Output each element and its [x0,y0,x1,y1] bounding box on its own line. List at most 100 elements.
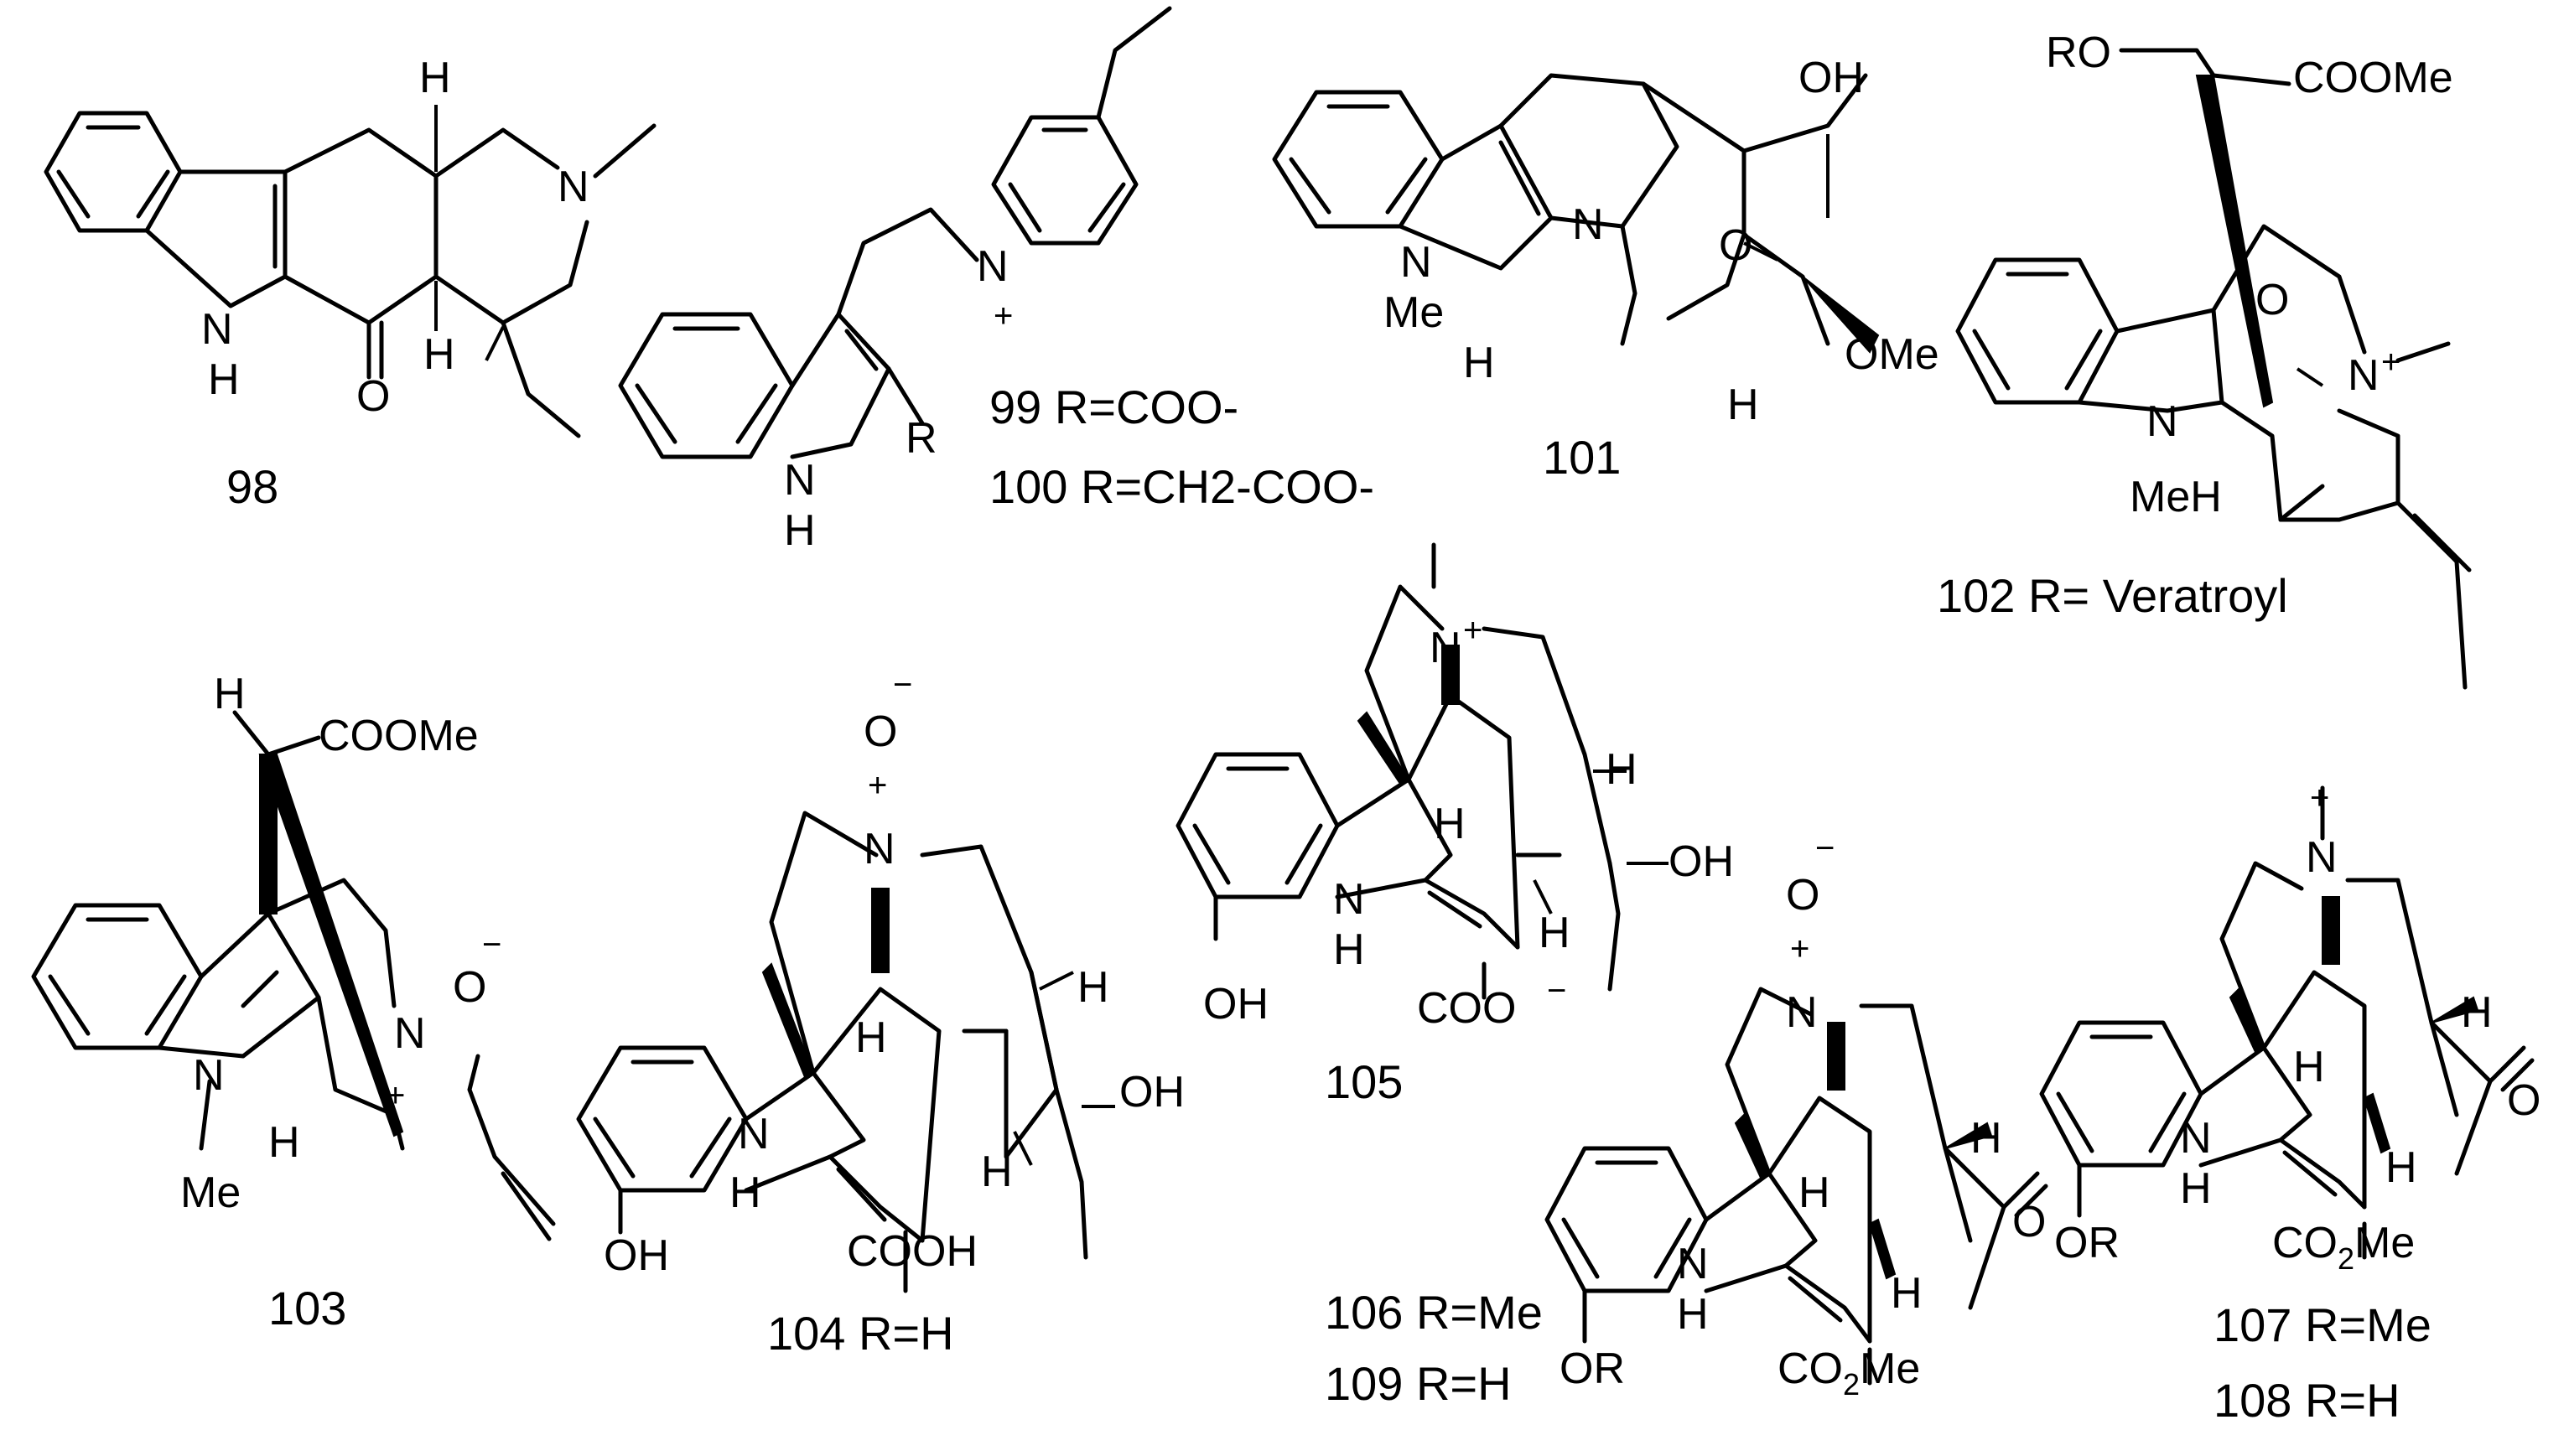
charge-plus: + [2310,780,2329,816]
atom-n-plus: N [2348,351,2380,400]
atom-h-lower: H [1539,909,1570,957]
atom-n-indole: N [1333,875,1365,924]
caption-108: 108 R=H [2213,1374,2400,1427]
atom-h-lower: H [2385,1143,2417,1192]
compound-102: RO COOMe O N + N MeH 102 R= Veratroyl [1937,28,2472,690]
atom-h-indole: H [208,355,240,404]
atom-o-oxide: O [1786,871,1819,920]
caption-102: 102 R= Veratroyl [1937,569,2288,622]
compound-107-108: N + H H O N H H OR CO2Me 107 R=Me 108 R=… [2039,780,2540,1427]
atom-o: O [2255,276,2289,324]
atom-coo: COO [1417,984,1516,1033]
atom-n-pyridinium: N [977,242,1009,291]
atom-h-ring: H [1798,1168,1830,1217]
atom-oh-phenol: OH [1203,980,1269,1029]
caption-100: 100 R=CH2-COO- [989,460,1374,513]
atom-n-indole: N [1400,238,1432,287]
atom-h-indole: H [1677,1290,1709,1339]
compound-103: H COOMe N O − + N Me H 103 [31,670,556,1334]
atom-oh: OH [1798,54,1864,102]
atom-n-indole: N [2180,1114,2212,1163]
atom-o-ketone: O [356,372,390,421]
atom-n-indole: N [784,456,816,505]
atom-h-side: H [1077,963,1109,1012]
charge-plus: + [868,767,887,804]
charge-plus: + [1463,612,1482,649]
atom-r-group: R [906,414,937,463]
atom-o-ketone: O [2507,1076,2540,1125]
atom-me: Me [180,1168,241,1217]
atom-h-ring: H [855,1013,887,1062]
charge-plus: + [2381,344,2400,381]
atom-o-oxide: O [864,707,897,756]
atom-h: H [214,670,246,718]
compound-105: N + H H OH N H H OH COO − 105 [1176,542,1734,1108]
atom-coome: COOMe [319,712,479,760]
atom-h-top: H [419,54,451,102]
caption-99: 99 R=COO- [989,381,1238,433]
atom-h-indole: H [2180,1164,2212,1213]
atom-n-indole: N [201,305,233,354]
atom-oh-phenol: OH [604,1231,669,1280]
atom-n-indole: N [1677,1240,1709,1288]
atom-h-bottom: H [423,330,455,379]
caption-106: 106 R=Me [1325,1286,1543,1339]
atom-n-oxide: N [864,825,895,873]
atom-n-plus: N [1430,624,1461,672]
atom-h-right: H [1727,381,1759,429]
atom-n-plus: N [2306,833,2338,882]
charge-minus: − [1815,830,1835,867]
atom-n-indole: N [738,1110,770,1158]
charge-plus: + [1790,930,1809,967]
atom-h-left: H [1463,339,1495,387]
charge-plus: + [994,298,1013,334]
caption-109: 109 R=H [1325,1357,1512,1410]
atom-oh-side: OH [1119,1068,1185,1117]
atom-n-indoline: N [193,1051,225,1100]
atom-h-side: H [2461,988,2493,1037]
atom-oh-side: OH [1669,837,1734,886]
atom-o: O [453,963,486,1012]
atom-h-lower: H [1891,1269,1923,1318]
caption-107: 107 R=Me [2213,1298,2431,1351]
atom-h-lower: H [981,1148,1013,1196]
charge-minus: − [893,666,912,703]
caption-104: 104 R=H [767,1307,954,1360]
compound-99-100: N + N H R 99 R=COO- 100 R=CH2-COO- [618,6,1374,555]
atom-h: H [268,1118,300,1167]
atom-h-indole: H [1333,925,1365,974]
atom-co2me: CO2Me [1778,1345,1920,1402]
atom-me: Me [1383,288,1444,337]
compound-106-109: O − + N H H O N H H OR CO2Me 106 R=Me 10… [1325,830,2048,1410]
compound-number-98: 98 [226,460,278,513]
atom-h-ring: H [2293,1043,2325,1091]
atom-n-oxide: N [394,1009,426,1058]
atom-n-oxide: N [1786,988,1818,1037]
atom-or: OR [2054,1219,2120,1267]
atom-h-side: H [1606,745,1637,794]
atom-h-indole: H [729,1168,761,1217]
charge-minus: − [482,926,501,963]
atom-coome: COOMe [2293,54,2453,102]
atom-ome: OMe [1845,330,1939,379]
atom-meh: MeH [2130,473,2222,521]
atom-h-ring: H [1434,800,1466,848]
atom-h-indole: H [784,506,816,555]
atom-o-ring: O [1719,221,1752,270]
compound-104: O − + N H H OH N H OH H COOH 104 R=H [576,666,1185,1360]
atom-cooh: COOH [847,1227,978,1276]
atom-h-side: H [1970,1114,2002,1163]
compound-number-105: 105 [1325,1055,1403,1108]
compound-number-103: 103 [268,1282,346,1334]
atom-n-amine: N [558,163,589,211]
atom-n-bridge: N [1572,200,1604,249]
compound-98: H H N N H O 98 [44,54,657,513]
atom-or: OR [1560,1345,1625,1393]
atom-co2me: CO2Me [2272,1219,2415,1276]
compound-101: OH O N N Me H OMe H 101 [1272,54,1939,484]
charge-plus: + [386,1077,405,1114]
atom-n-indoline: N [2146,397,2178,446]
charge-minus: − [1547,972,1566,1009]
compound-number-101: 101 [1543,431,1621,484]
atom-o-ketone: O [2012,1198,2046,1246]
